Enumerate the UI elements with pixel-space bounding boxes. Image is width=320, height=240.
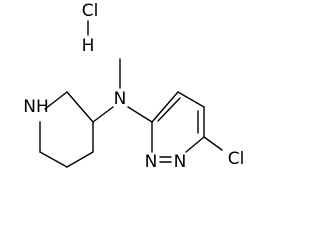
amine-nitrogen-label: N (114, 89, 127, 109)
piperidine-bond (66, 151, 94, 168)
chloro-substituent-label: Cl (228, 149, 245, 169)
salt-hydrogen-label: H (82, 36, 95, 56)
piperidine-bond (66, 91, 94, 123)
pyridazine-bond (177, 91, 205, 108)
piperidine-bond (44, 91, 68, 110)
pyridazine-double-bond (157, 97, 181, 122)
pyridazine-n1-label: N (174, 152, 187, 172)
chloro-bond (203, 136, 223, 151)
hydrochloride-salt: Cl H (82, 1, 99, 56)
piperidine-ring: NH (23, 91, 94, 168)
pyridazine-n2-label: N (145, 152, 158, 172)
amine-to-piperidine-bond (92, 106, 114, 123)
salt-chlorine-label: Cl (82, 1, 99, 21)
pyridazine-bond (151, 91, 179, 123)
pyridazine-ring: N N (145, 91, 205, 172)
piperidine-nh-label: NH (23, 97, 49, 117)
chemical-structure-diagram: Cl H N NH N N (23, 1, 245, 172)
amine-to-pyridazine-bond (127, 106, 153, 123)
pyridazine-bond (185, 136, 205, 153)
piperidine-bond (39, 151, 68, 168)
